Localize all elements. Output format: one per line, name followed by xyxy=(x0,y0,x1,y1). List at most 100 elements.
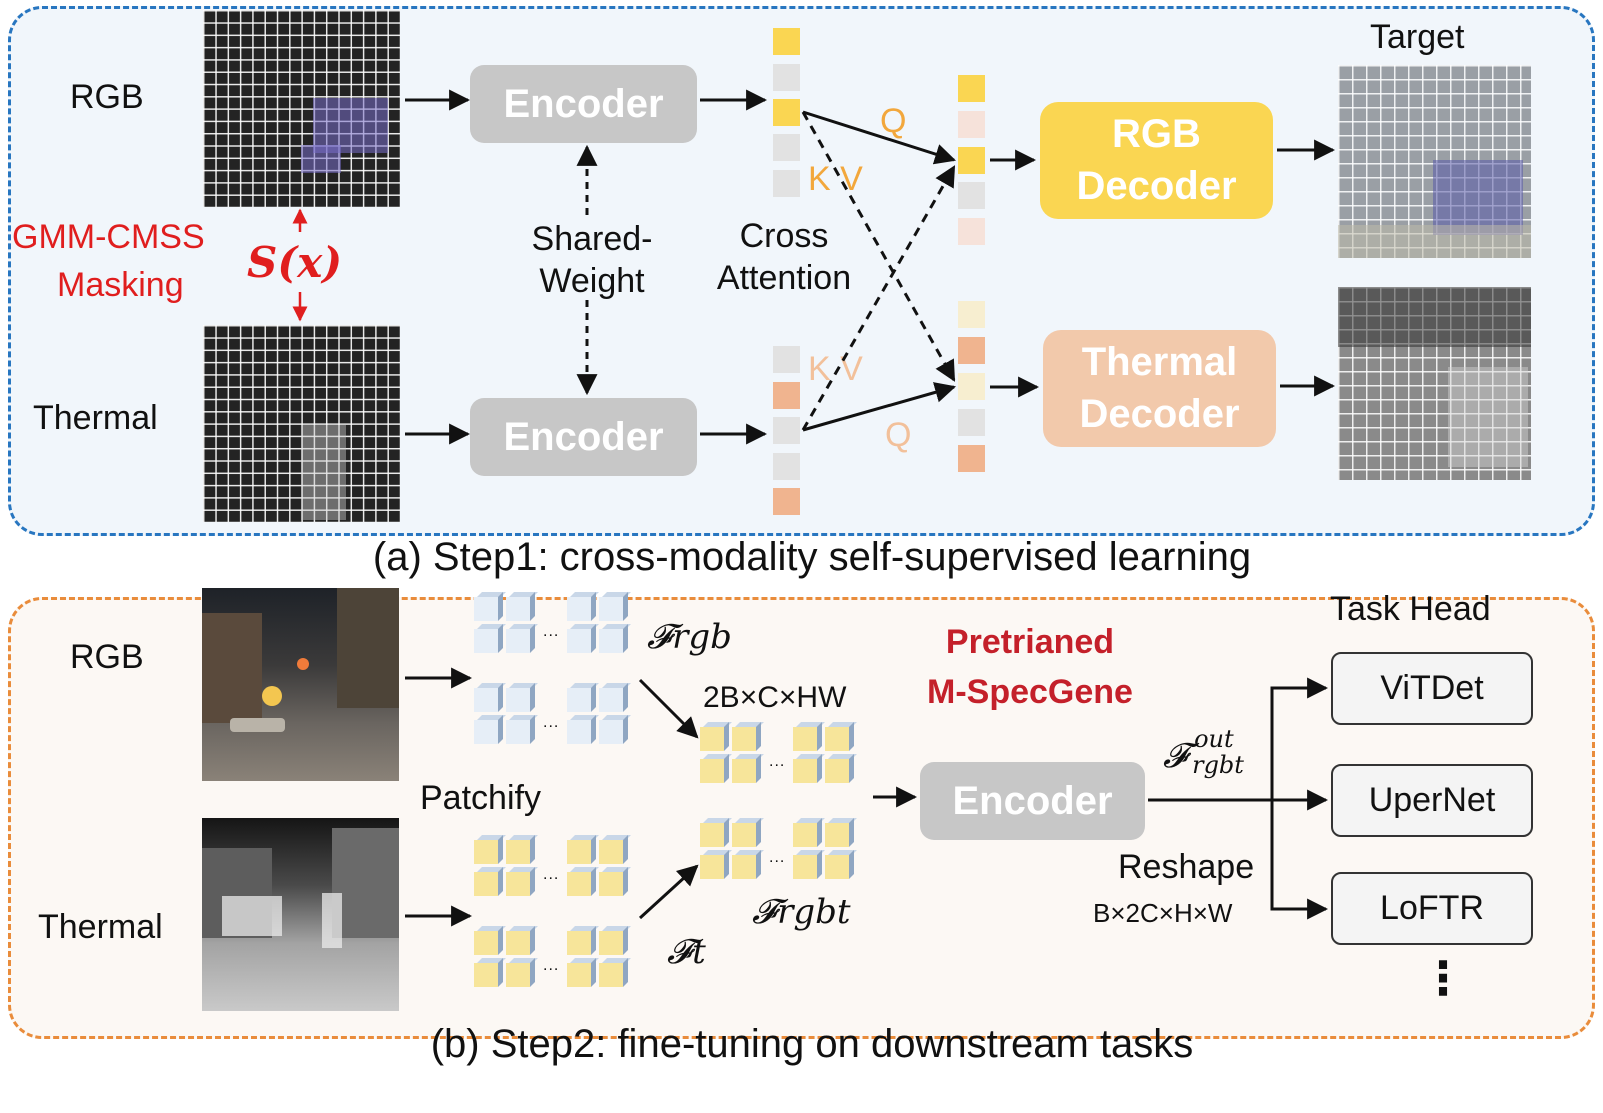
shared-weight-line1: Shared- xyxy=(531,220,653,258)
rgb-token xyxy=(958,75,985,102)
ellipsis: ... xyxy=(543,866,560,883)
patch-cube xyxy=(567,624,599,653)
head-loftr-label: LoFTR xyxy=(1380,889,1484,927)
rgb-token xyxy=(958,147,985,174)
rgb-input-image xyxy=(202,588,399,781)
thermal-encoder: Encoder xyxy=(470,398,697,476)
step2-thermal-label: Thermal xyxy=(38,908,163,946)
patch-cube xyxy=(825,722,857,751)
head-upernet: UperNet xyxy=(1331,764,1533,837)
rgb-decoder-line2: Decoder xyxy=(1076,163,1237,208)
patch-cube xyxy=(599,867,631,896)
patch-cube xyxy=(474,683,506,712)
patch-cube xyxy=(732,850,764,879)
ellipsis: ... xyxy=(769,753,786,770)
patch-cube xyxy=(599,958,631,987)
shared-weight-line2: Weight xyxy=(539,262,645,300)
task-head-label: Task Head xyxy=(1330,590,1491,628)
masked-token xyxy=(773,64,800,91)
pretrained-encoder-label: Encoder xyxy=(952,778,1113,823)
kv-arrow xyxy=(801,165,956,431)
pretrained-line1: Pretrianed xyxy=(945,623,1115,661)
cross-attention-line2: Attention xyxy=(716,259,852,297)
f-rgbt-label: 𝓕rgbt xyxy=(752,892,851,932)
more-heads-ellipsis: ⋮ xyxy=(1420,952,1466,1004)
patch-cube xyxy=(732,754,764,783)
thermal-token xyxy=(773,488,800,515)
rgb-decoder: RGB Decoder xyxy=(1040,102,1273,219)
patch-cube xyxy=(506,715,538,744)
masked-token xyxy=(958,301,985,328)
patch-cube xyxy=(793,818,825,847)
patch-cube xyxy=(599,683,631,712)
patch-cube xyxy=(700,722,732,751)
patch-cube xyxy=(732,722,764,751)
pretrained-encoder: Encoder xyxy=(920,762,1145,840)
patch-cube xyxy=(506,592,538,621)
query-label-bottom: Q xyxy=(885,416,912,454)
patch-cube xyxy=(506,867,538,896)
step2-caption: (b) Step2: fine-tuning on downstream tas… xyxy=(430,1022,1194,1066)
thermal-decoder-line2: Decoder xyxy=(1079,391,1240,436)
reshape-shape-label: B×2C×H×W xyxy=(1093,898,1233,928)
patch-cube xyxy=(474,958,506,987)
rgb-masked-image xyxy=(203,10,400,207)
masked-token xyxy=(958,218,985,245)
masked-token xyxy=(773,417,800,444)
thermal-encoder-label: Encoder xyxy=(503,414,664,459)
rgb-token xyxy=(773,28,800,55)
patchify-label: Patchify xyxy=(420,779,541,817)
thermal-token xyxy=(958,445,985,472)
patch-cube xyxy=(567,592,599,621)
patch-cube xyxy=(567,958,599,987)
patch-cube xyxy=(700,818,732,847)
arrow xyxy=(802,110,957,165)
head-vitdet: ViTDet xyxy=(1331,652,1533,725)
target-label: Target xyxy=(1370,18,1465,56)
arrow xyxy=(638,864,699,920)
patch-cube xyxy=(474,592,506,621)
patch-cube xyxy=(567,683,599,712)
patch-cube xyxy=(825,754,857,783)
patch-cube xyxy=(599,624,631,653)
thermal-decoder-line1: Thermal xyxy=(1081,340,1238,385)
patch-cube xyxy=(474,867,506,896)
masked-token xyxy=(958,182,985,209)
f-rgb-label: 𝓕rgb xyxy=(647,617,732,657)
patch-cube xyxy=(825,850,857,879)
patch-cube xyxy=(506,958,538,987)
patch-cube xyxy=(793,722,825,751)
rgb-encoder: Encoder xyxy=(470,65,697,143)
head-loftr: LoFTR xyxy=(1331,872,1533,945)
rgb-token xyxy=(773,99,800,126)
query-label-top: Q xyxy=(880,102,907,140)
masking-label-line1: GMM-CMSS xyxy=(12,218,205,256)
head-vitdet-label: ViTDet xyxy=(1380,669,1484,707)
masked-token xyxy=(773,453,800,480)
patch-cube xyxy=(474,835,506,864)
patch-cube xyxy=(474,624,506,653)
rgb-target-image xyxy=(1338,65,1531,258)
patch-cube xyxy=(567,715,599,744)
masked-token xyxy=(773,134,800,161)
patch-cube xyxy=(700,754,732,783)
step2-rgb-label: RGB xyxy=(70,638,144,676)
pretrained-line2: M-SpecGene xyxy=(927,673,1133,711)
patch-cube xyxy=(599,835,631,864)
ellipsis: ... xyxy=(769,849,786,866)
patch-cube xyxy=(599,926,631,955)
patch-cube xyxy=(793,754,825,783)
patch-cube xyxy=(825,818,857,847)
patch-cube xyxy=(506,835,538,864)
f-out-sub: rgbt xyxy=(1192,751,1244,779)
thermal-decoder: Thermal Decoder xyxy=(1043,330,1276,447)
patch-cube xyxy=(506,683,538,712)
f-out-sup: out xyxy=(1194,725,1234,753)
patch-cube xyxy=(567,835,599,864)
rgb-decoder-line1: RGB xyxy=(1112,112,1201,157)
patch-cube xyxy=(599,715,631,744)
score-function-label: S(x) xyxy=(247,238,343,287)
patch-cube xyxy=(506,624,538,653)
masked-token xyxy=(958,373,985,400)
